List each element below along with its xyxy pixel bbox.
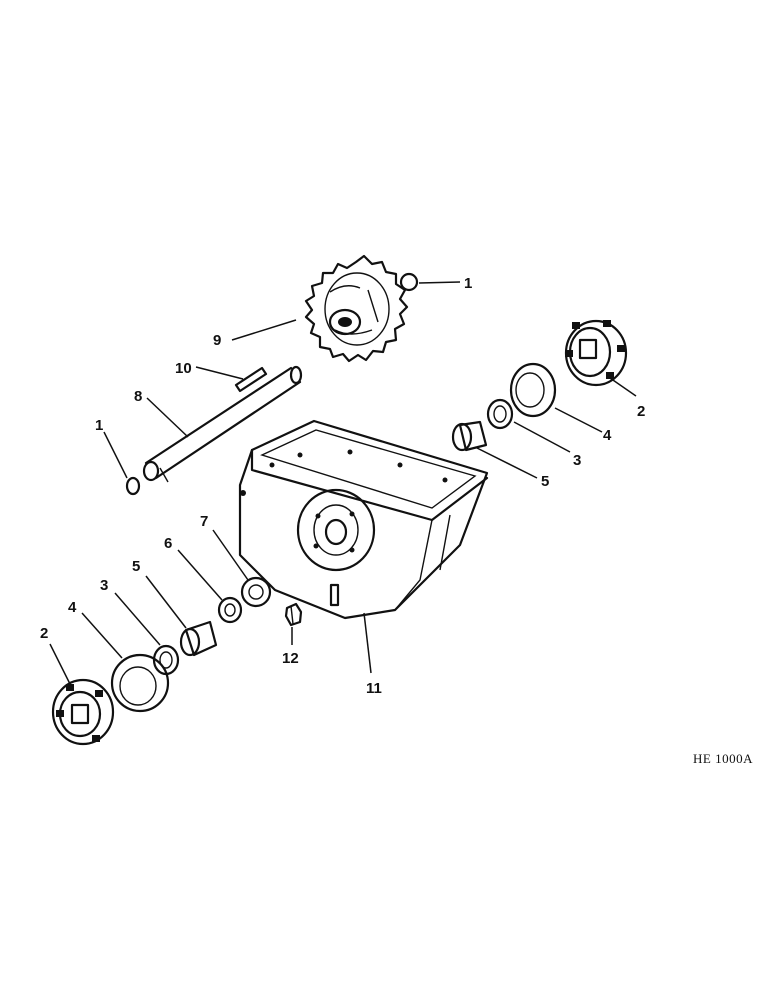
- callout-snap-ring-left: 1: [95, 417, 103, 434]
- bearing-housing-left: [51, 678, 115, 746]
- flange-left: [110, 653, 170, 713]
- callout-bearing-housing-right: 2: [637, 403, 645, 420]
- drain-plug: [284, 602, 303, 627]
- key: [234, 366, 268, 393]
- flange-right: [509, 362, 557, 418]
- callout-collar-left: 5: [132, 558, 140, 575]
- callout-key: 10: [175, 360, 192, 377]
- callout-sprocket: 9: [213, 332, 221, 349]
- callout-flange-right: 4: [603, 427, 612, 444]
- snap-ring-upper: [399, 272, 419, 292]
- callout-housing: 11: [366, 680, 382, 697]
- callout-drain-plug: 12: [282, 650, 299, 667]
- leader-lines: [49, 281, 637, 689]
- bearing-housing-right: [564, 319, 628, 387]
- callout-shaft: 8: [134, 388, 142, 405]
- callout-snap-ring-upper: 1: [464, 275, 472, 292]
- callout-bearing-right: 3: [573, 452, 581, 469]
- snap-ring-left: [125, 476, 141, 496]
- collar-right: [451, 420, 488, 452]
- callout-bearing-housing-left: 2: [40, 625, 48, 642]
- callout-bearing-left: 3: [100, 577, 108, 594]
- callouts: 1 1 2 2 3 3 4 4 5 5 6 7 8 9 10 11 12: [40, 275, 645, 697]
- bearing-right: [486, 398, 514, 430]
- spacer-left: [217, 596, 243, 624]
- washer-left: [240, 576, 272, 608]
- sprocket: [304, 254, 409, 363]
- callout-washer: 7: [200, 513, 208, 530]
- callout-spacer: 6: [164, 535, 172, 552]
- callout-flange-left: 4: [68, 599, 77, 616]
- shaft: [142, 365, 303, 483]
- collar-left: [179, 620, 218, 657]
- drawing-number: HE 1000A: [693, 751, 753, 766]
- callout-collar-right: 5: [541, 473, 549, 490]
- housing: [238, 419, 489, 620]
